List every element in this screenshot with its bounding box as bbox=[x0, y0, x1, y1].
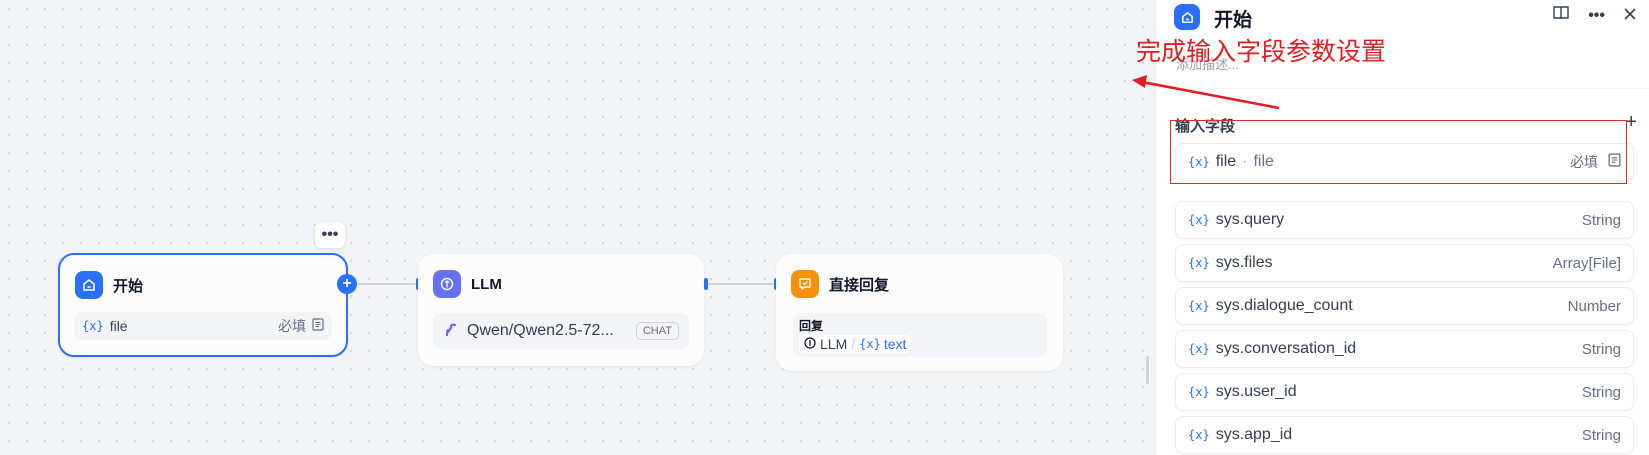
variable-icon: {x} bbox=[1188, 213, 1210, 227]
variable-icon: {x} bbox=[1188, 342, 1210, 356]
answer-node[interactable]: 直接回复 回复 LLM / {x} text bbox=[776, 254, 1063, 371]
variable-icon: {x} bbox=[1188, 428, 1210, 442]
system-var-type: String bbox=[1581, 383, 1621, 401]
system-var-name: sys.conversation_id bbox=[1215, 340, 1357, 357]
add-node-button[interactable]: + bbox=[337, 274, 357, 294]
system-var-type: String bbox=[1581, 211, 1621, 229]
model-provider-icon bbox=[443, 322, 459, 341]
panel-title[interactable]: 开始 bbox=[1214, 10, 1253, 31]
system-var-type: Array[File] bbox=[1552, 254, 1621, 272]
system-var-row: {x} sys.app_id String bbox=[1175, 416, 1634, 454]
home-icon bbox=[1174, 4, 1200, 30]
message-reply-icon bbox=[791, 270, 819, 298]
brain-icon bbox=[433, 270, 461, 298]
node-more-button[interactable]: ••• bbox=[315, 222, 345, 248]
answer-ref-var: text bbox=[883, 336, 907, 352]
answer-reply-box: 回复 LLM / {x} text bbox=[793, 313, 1047, 357]
system-var-type: String bbox=[1581, 426, 1621, 444]
variable-icon: {x} bbox=[1188, 155, 1210, 169]
variable-icon: {x} bbox=[82, 319, 104, 333]
document-icon bbox=[1608, 152, 1621, 172]
variable-icon: {x} bbox=[1188, 299, 1210, 313]
add-field-icon[interactable]: + bbox=[1625, 111, 1637, 133]
edge-start-llm bbox=[358, 283, 418, 285]
input-field-row[interactable]: {x} file · file 必填 bbox=[1175, 143, 1634, 181]
start-node-title: 开始 bbox=[113, 277, 144, 295]
panel-resize-handle[interactable] bbox=[1146, 356, 1149, 384]
input-field-required: 必填 bbox=[1570, 154, 1598, 170]
system-var-row: {x} sys.files Array[File] bbox=[1175, 244, 1634, 282]
input-field-separator: · bbox=[1242, 153, 1248, 170]
annotation-text: 完成输入字段参数设置 bbox=[1136, 37, 1387, 66]
input-field-label: file bbox=[1253, 153, 1274, 170]
system-var-type: String bbox=[1581, 340, 1621, 358]
variable-icon: {x} bbox=[859, 337, 881, 351]
variable-icon: {x} bbox=[1188, 256, 1210, 270]
llm-small-icon bbox=[804, 336, 816, 352]
llm-output-port[interactable] bbox=[704, 278, 708, 290]
answer-ref-node: LLM bbox=[820, 336, 848, 352]
ref-separator: / bbox=[851, 336, 856, 352]
system-var-name: sys.dialogue_count bbox=[1215, 297, 1353, 314]
close-icon[interactable] bbox=[1623, 5, 1637, 26]
panel-toolbar: ••• bbox=[1552, 5, 1637, 26]
llm-mode-tag: CHAT bbox=[635, 322, 679, 340]
start-node[interactable]: 开始 {x} file 必填 bbox=[58, 253, 348, 357]
start-node-var-row: {x} file 必填 bbox=[74, 312, 332, 340]
workflow-canvas[interactable] bbox=[0, 0, 1155, 455]
input-fields-title: 输入字段 bbox=[1175, 118, 1236, 135]
answer-node-title: 直接回复 bbox=[829, 276, 890, 294]
system-var-type: Number bbox=[1567, 297, 1621, 315]
system-var-name: sys.app_id bbox=[1215, 426, 1293, 443]
answer-ref-chip: LLM / {x} text bbox=[799, 335, 912, 353]
system-var-row: {x} sys.query String bbox=[1175, 201, 1634, 239]
node-config-panel: 开始 ••• 添加描述... 输入字段 + {x} file · file 必填… bbox=[1155, 0, 1649, 455]
llm-model-row: Qwen/Qwen2.5-72... CHAT bbox=[433, 313, 689, 349]
start-node-var-name: file bbox=[109, 318, 128, 334]
panel-divider bbox=[1156, 88, 1649, 89]
system-var-row: {x} sys.dialogue_count Number bbox=[1175, 287, 1634, 325]
highlight-box bbox=[1170, 120, 1627, 184]
document-icon bbox=[312, 318, 324, 334]
system-var-row: {x} sys.user_id String bbox=[1175, 373, 1634, 411]
home-icon bbox=[75, 271, 103, 299]
answer-reply-label: 回复 bbox=[799, 319, 824, 333]
variable-icon: {x} bbox=[1188, 385, 1210, 399]
llm-node[interactable]: LLM Qwen/Qwen2.5-72... CHAT bbox=[418, 254, 704, 366]
system-var-name: sys.user_id bbox=[1215, 383, 1297, 400]
llm-node-title: LLM bbox=[471, 275, 502, 293]
system-var-row: {x} sys.conversation_id String bbox=[1175, 330, 1634, 368]
description-input[interactable]: 添加描述... bbox=[1176, 57, 1239, 72]
more-options-icon[interactable]: ••• bbox=[1588, 6, 1605, 24]
start-node-required: 必填 bbox=[278, 318, 306, 334]
edge-llm-answer bbox=[706, 283, 776, 285]
input-field-name: file bbox=[1215, 153, 1237, 170]
system-var-name: sys.query bbox=[1215, 211, 1285, 228]
llm-model-name: Qwen/Qwen2.5-72... bbox=[467, 322, 614, 339]
book-icon[interactable] bbox=[1552, 5, 1570, 26]
system-var-name: sys.files bbox=[1215, 254, 1273, 271]
